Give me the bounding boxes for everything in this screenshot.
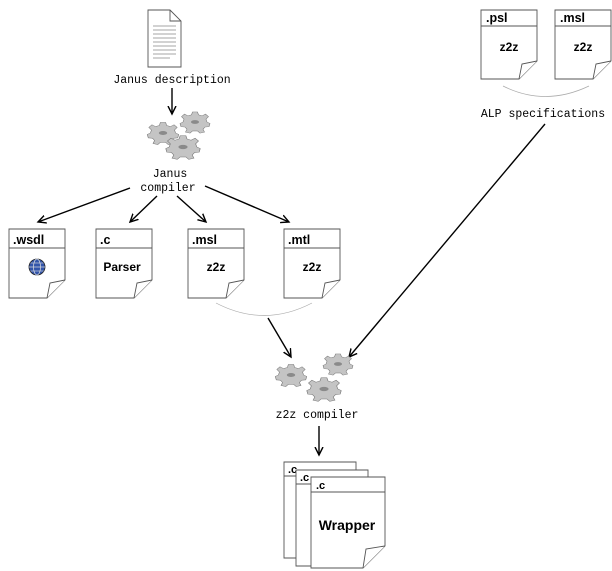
wrapper-page-front: .c Wrapper bbox=[310, 476, 386, 569]
wrapper-label: Wrapper bbox=[319, 517, 376, 533]
wsdl-document: .wsdl bbox=[8, 228, 66, 299]
spec-grouping-arc bbox=[502, 85, 590, 97]
arrow-to-c bbox=[130, 195, 158, 222]
janus-compiler-label-line2: compiler bbox=[140, 182, 195, 195]
arrow-to-wsdl bbox=[38, 187, 131, 222]
c-parser-document: .c Parser bbox=[95, 228, 153, 299]
psl-z2z-label: z2z bbox=[500, 40, 519, 54]
wrapper-page-front-ext: .c bbox=[316, 480, 325, 492]
arrow-to-msl bbox=[176, 195, 206, 222]
msl-document: .msl z2z bbox=[187, 228, 245, 299]
arrow-msl-mtl-to-z2z-compiler bbox=[267, 317, 291, 357]
msl-ext: .msl bbox=[192, 233, 217, 247]
wrapper-page-back-ext: .c bbox=[288, 464, 297, 476]
parser-label: Parser bbox=[103, 260, 141, 274]
z2z-compiler-gears-icon bbox=[274, 353, 354, 402]
c-ext: .c bbox=[100, 233, 110, 247]
mtl-document: .mtl z2z bbox=[283, 228, 341, 299]
wrapper-document-stack: .c .c .c Wrapper bbox=[283, 461, 386, 569]
psl-spec-document: .psl z2z bbox=[480, 9, 538, 80]
janus-description-label: Janus description bbox=[113, 74, 230, 87]
alp-specifications-label: ALP specifications bbox=[481, 108, 605, 121]
psl-ext: .psl bbox=[486, 11, 508, 25]
msl-spec-ext: .msl bbox=[560, 11, 585, 25]
msl-mtl-grouping-arc bbox=[215, 302, 313, 316]
arrow-to-mtl bbox=[204, 185, 289, 222]
janus-compiler-label-line1: Janus bbox=[153, 168, 188, 181]
msl-spec-z2z-label: z2z bbox=[574, 40, 593, 54]
wrapper-page-middle-ext: .c bbox=[300, 472, 309, 484]
msl-spec-document: .msl z2z bbox=[554, 9, 612, 80]
z2z-compiler-label: z2z compiler bbox=[276, 409, 359, 422]
mtl-ext: .mtl bbox=[288, 233, 310, 247]
globe-icon bbox=[28, 258, 46, 276]
janus-description-document bbox=[147, 9, 182, 68]
msl-z2z-label: z2z bbox=[207, 260, 226, 274]
arrow-alp-to-z2z-compiler bbox=[349, 123, 546, 357]
wsdl-ext: .wsdl bbox=[13, 233, 44, 247]
mtl-z2z-label: z2z bbox=[303, 260, 322, 274]
janus-compiler-gears-icon bbox=[146, 111, 211, 160]
